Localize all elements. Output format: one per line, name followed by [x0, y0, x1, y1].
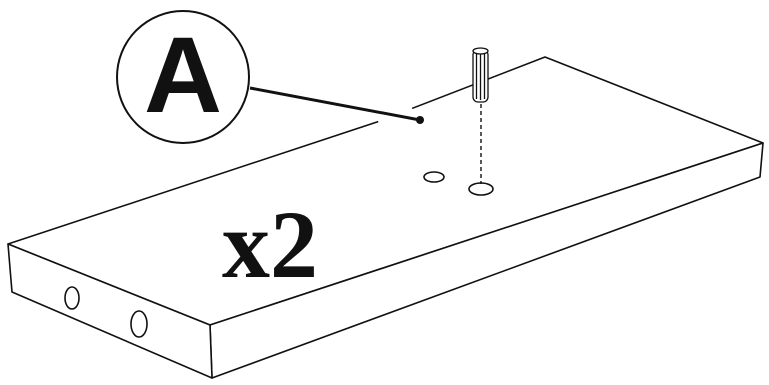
leader-dot: [416, 116, 424, 124]
quantity-label: x2: [222, 191, 318, 298]
top-hole-2: [468, 182, 494, 196]
end-hole-1: [64, 286, 80, 310]
top-hole-1: [423, 171, 445, 183]
label-leader-line: [249, 86, 421, 122]
dowel-pin-icon: [472, 47, 489, 103]
end-hole-2: [130, 310, 148, 338]
part-label-letter: A: [144, 14, 222, 135]
part-label-badge: A: [116, 10, 250, 144]
board-end-face: [7, 243, 213, 379]
